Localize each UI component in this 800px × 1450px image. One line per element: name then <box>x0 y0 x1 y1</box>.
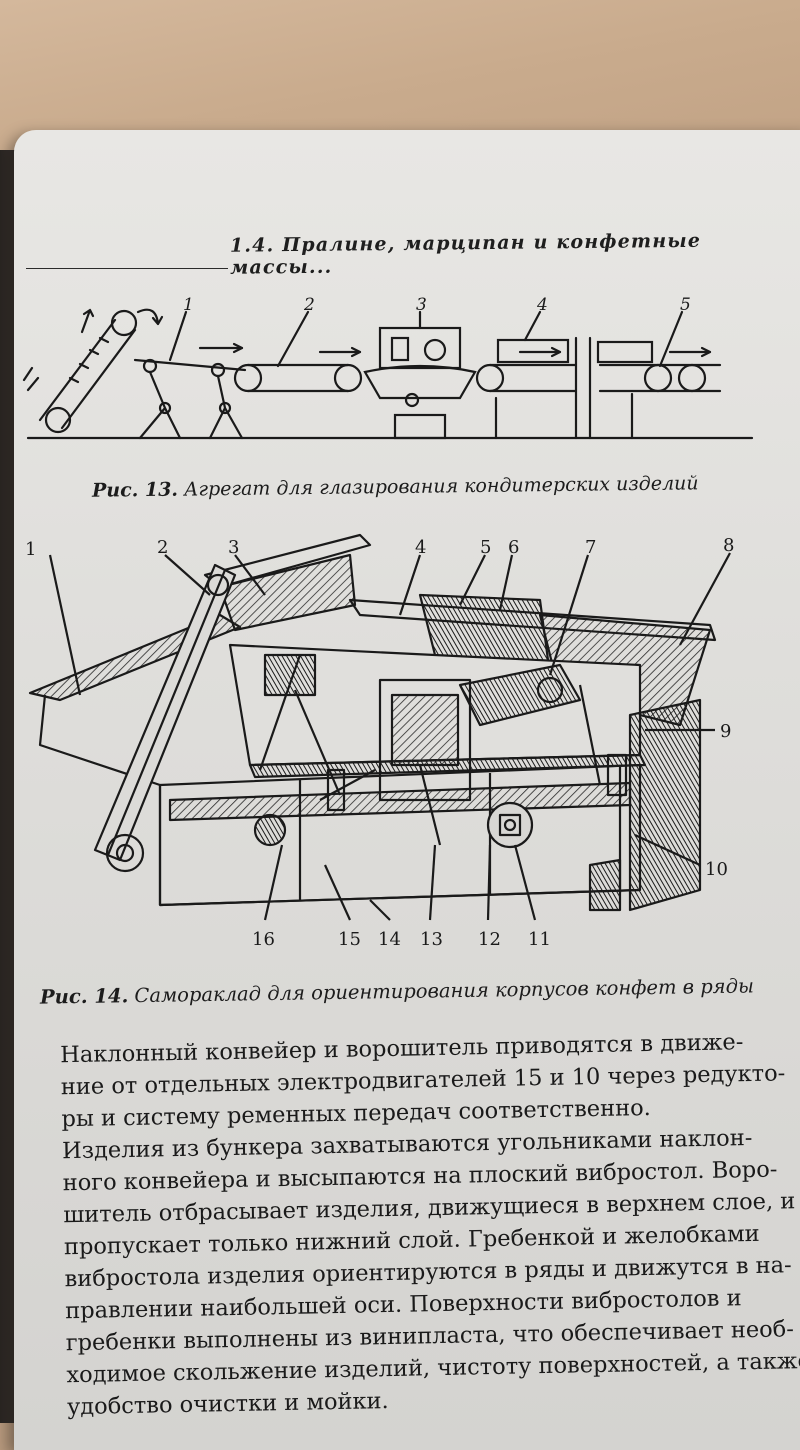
fig14-label: 7 <box>585 537 596 558</box>
figure-13-diagram: 1 2 3 4 5 <box>22 295 754 440</box>
paragraph-2: Изделия из бункера захватываются угольни… <box>24 1122 800 1424</box>
fig13-label: 4 <box>536 295 548 315</box>
fig14-label: 2 <box>157 537 168 558</box>
fig14-label: 8 <box>723 535 734 556</box>
running-head: 1.4. Пралине, марципан и конфетные массы… <box>229 229 702 279</box>
paragraph-1: Наклонный конвейер и ворошитель приводят… <box>22 1026 785 1136</box>
fig14-label: 11 <box>528 929 551 950</box>
fig13-label: 2 <box>303 295 315 315</box>
fig14-label: 13 <box>420 929 443 950</box>
fig14-label: 6 <box>508 537 519 558</box>
fig13-label: 5 <box>680 295 691 315</box>
body-text: Наклонный конвейер и ворошитель приводят… <box>22 1026 800 1424</box>
fig14-label: 9 <box>720 721 731 742</box>
fig14-label: 16 <box>252 929 275 950</box>
fig14-label: 14 <box>378 929 401 950</box>
fig13-label: 3 <box>416 295 427 315</box>
running-head-rule <box>26 268 228 269</box>
fig14-label: 4 <box>415 537 426 558</box>
fig14-label: 10 <box>705 859 728 880</box>
fig14-label: 5 <box>480 537 491 558</box>
fig14-label: 3 <box>228 537 239 558</box>
figure-14-diagram: 1 2 3 4 5 6 7 8 9 10 11 12 13 14 15 16 <box>25 533 734 950</box>
fig14-label: 15 <box>338 929 361 950</box>
fig13-label: 1 <box>183 295 194 315</box>
fig14-label: 1 <box>25 539 36 560</box>
fig14-label: 12 <box>478 929 501 950</box>
